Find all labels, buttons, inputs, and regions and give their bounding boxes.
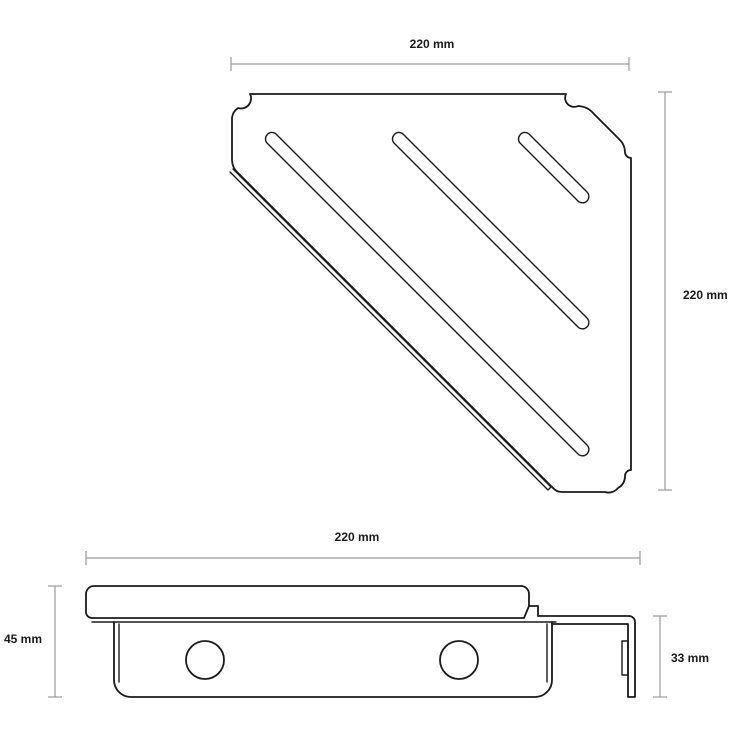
mounting-knob-right — [439, 640, 479, 680]
shelf-front-lip — [229, 168, 552, 491]
shelf-top-outline — [231, 93, 632, 494]
drain-slot-medium — [391, 131, 590, 330]
wall-bracket-clip — [621, 640, 629, 676]
shelf-body — [113, 621, 553, 698]
side-height-dimension: 45 mm — [4, 585, 62, 698]
bracket-height-label: 33 mm — [671, 651, 709, 665]
side-width-dimension: 220 mm — [85, 530, 641, 565]
mounting-knob-left — [185, 640, 225, 680]
top-width-label: 220 mm — [410, 37, 455, 51]
bracket-height-dimension: 33 mm — [653, 615, 709, 698]
drain-slot-short — [517, 131, 590, 204]
top-width-dimension: 220 mm — [230, 37, 630, 71]
side-view: 220 mm 45 mm 33 mm — [4, 530, 709, 698]
top-depth-label: 220 mm — [683, 288, 728, 302]
side-width-label: 220 mm — [335, 530, 380, 544]
side-height-label: 45 mm — [4, 632, 42, 646]
wall-bracket — [528, 605, 636, 698]
top-depth-dimension: 220 mm — [658, 91, 728, 491]
top-view: 220 mm 220 mm — [229, 37, 728, 494]
drain-slot-long — [264, 131, 590, 457]
shelf-top-plate — [85, 585, 530, 619]
